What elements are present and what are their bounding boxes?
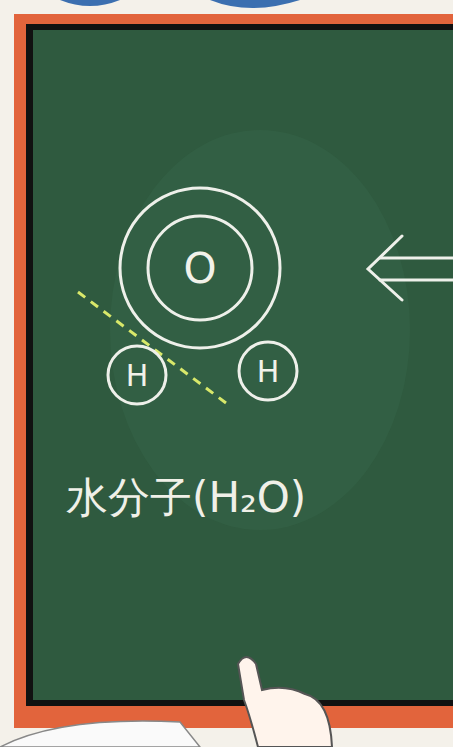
hydrogen-atom: H [237,340,299,402]
hydrogen-atom: H [106,344,168,406]
atom-symbol: H [257,354,280,389]
figure-top-left [60,0,120,6]
atom-symbol: H [126,358,149,393]
board-border [26,24,453,706]
figure-top-right [210,0,300,8]
atom-symbol: O [183,244,216,293]
atom-ring [239,342,297,400]
board-frame [14,14,453,728]
atom-ring [148,216,252,320]
pointing-hand [238,657,332,747]
oxygen-atom: O [118,186,282,350]
chalkboard [33,30,453,700]
atom-ring [108,346,166,404]
figure-bottom-left [0,721,200,747]
left-arrow [368,236,453,300]
atom-ring [120,188,280,348]
formula-label: 水分子(H₂O) [66,470,306,526]
chalk-smudge [110,130,410,530]
